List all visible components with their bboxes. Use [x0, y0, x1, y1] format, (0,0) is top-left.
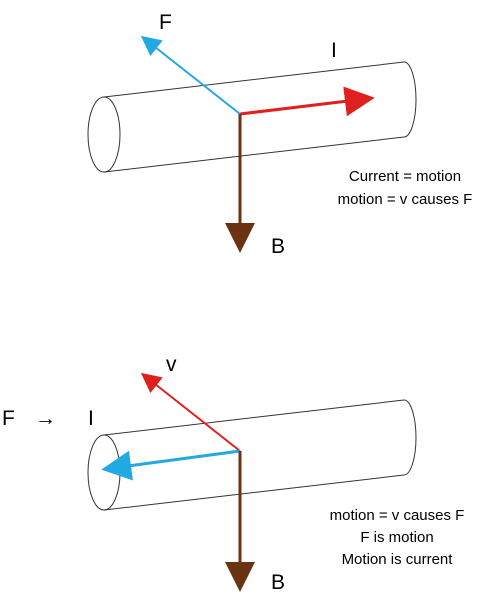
bottom-note-line-2: F is motion: [360, 529, 433, 546]
bottom-field-label: B: [271, 571, 285, 594]
top-current-arrow: [239, 86, 375, 117]
bottom-note-line-1: motion = v causes F: [330, 507, 465, 524]
bottom-panel: v F → I B motion = v causes F F is motio…: [2, 353, 464, 594]
bottom-force-arrow: [101, 449, 241, 481]
bottom-wire-cylinder: [87, 399, 417, 511]
top-field-label: B: [271, 235, 285, 258]
top-note-line-2: motion = v causes F: [338, 191, 473, 208]
top-force-label: F: [159, 11, 172, 34]
bottom-velocity-arrow: [140, 372, 241, 452]
bottom-velocity-label: v: [166, 353, 177, 376]
top-current-label: I: [331, 39, 337, 62]
bottom-note-line-3: Motion is current: [342, 551, 454, 568]
top-panel: F I B Current = motion motion = v causes…: [87, 11, 473, 258]
bottom-arrow-glyph: →: [35, 407, 56, 430]
top-force-arrow: [140, 35, 241, 115]
top-wire-cylinder: [87, 61, 417, 173]
bottom-force-label: F: [2, 407, 15, 430]
top-note-line-1: Current = motion: [349, 168, 461, 185]
bottom-current-label: I: [88, 407, 94, 430]
